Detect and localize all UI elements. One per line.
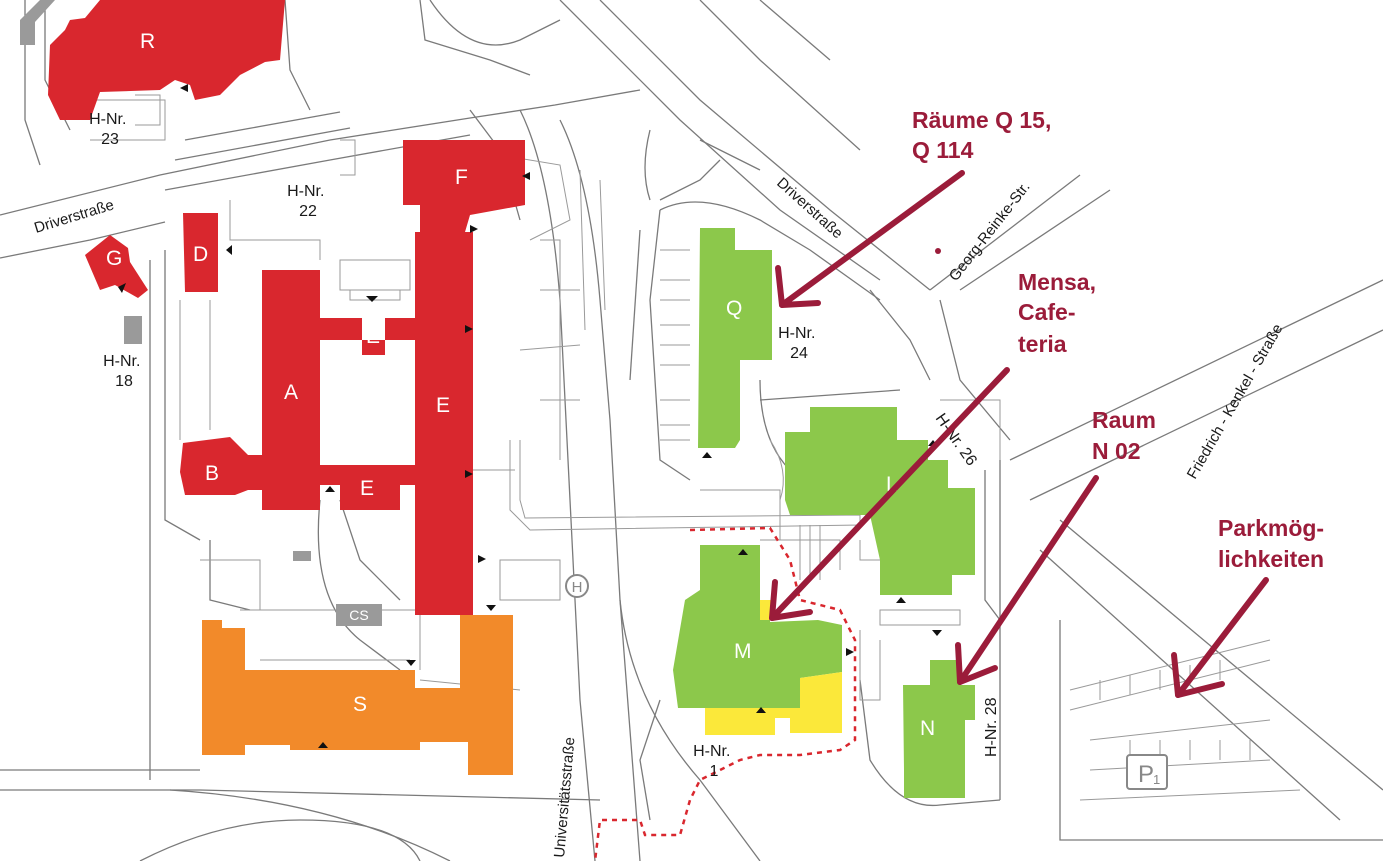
building-e-label-main: E [436,394,450,417]
building-l-label: L [886,473,898,496]
street-driverstrasse-west: Driverstraße [32,196,116,236]
building-d-label: D [193,243,208,266]
parking-p1-letter: P [1138,761,1154,788]
street-universitaetsstrasse: Universitätsstraße [551,736,578,858]
street-friedrich-kenkel: Friedrich - Kenkel - Straße [1184,321,1287,482]
building-cs-label: CS [349,607,368,623]
h-circle-icon [565,574,589,598]
house-number-1: H-Nr. 1 [693,743,735,780]
parking-p1-number: 1 [1153,772,1160,787]
house-number-22: H-Nr. 22 [287,183,329,220]
annotation-raeume-q: Räume Q 15, Q 114 [912,107,1058,163]
grey-buildings [20,0,382,626]
annotation-arrows [769,170,1269,698]
h-circle-label: H [572,579,583,596]
house-number-18: H-Nr. 18 [103,353,145,390]
building-g-label: G [106,247,122,270]
building-e-label-upper: E [366,325,380,348]
parking-p1-sign [1126,754,1168,790]
building-b-label: B [205,462,219,485]
building-s-label: S [353,693,367,716]
building-r-label: R [140,30,155,53]
building-e-label-lower: E [360,477,374,500]
building-a-label: A [284,381,298,404]
house-number-28: H-Nr. 28 [983,697,1000,757]
annotation-raum-n: Raum N 02 [1092,407,1162,464]
annotation-mensa: Mensa, Cafe- teria [1018,269,1102,357]
house-number-24: H-Nr. 24 [778,325,820,362]
house-number-23: H-Nr. 23 [89,111,131,148]
street-driverstrasse-east: Driverstraße [773,174,846,242]
buildings-red [48,0,525,615]
marker-dot [935,248,941,254]
building-q-label: Q [726,297,742,320]
building-f-label: F [455,166,468,189]
building-n-label: N [920,717,935,740]
entrance-markers [118,84,942,748]
annotation-parking: Parkmög- lichkeiten [1218,515,1330,572]
building-s [202,615,513,775]
building-m-label: M [734,640,752,663]
